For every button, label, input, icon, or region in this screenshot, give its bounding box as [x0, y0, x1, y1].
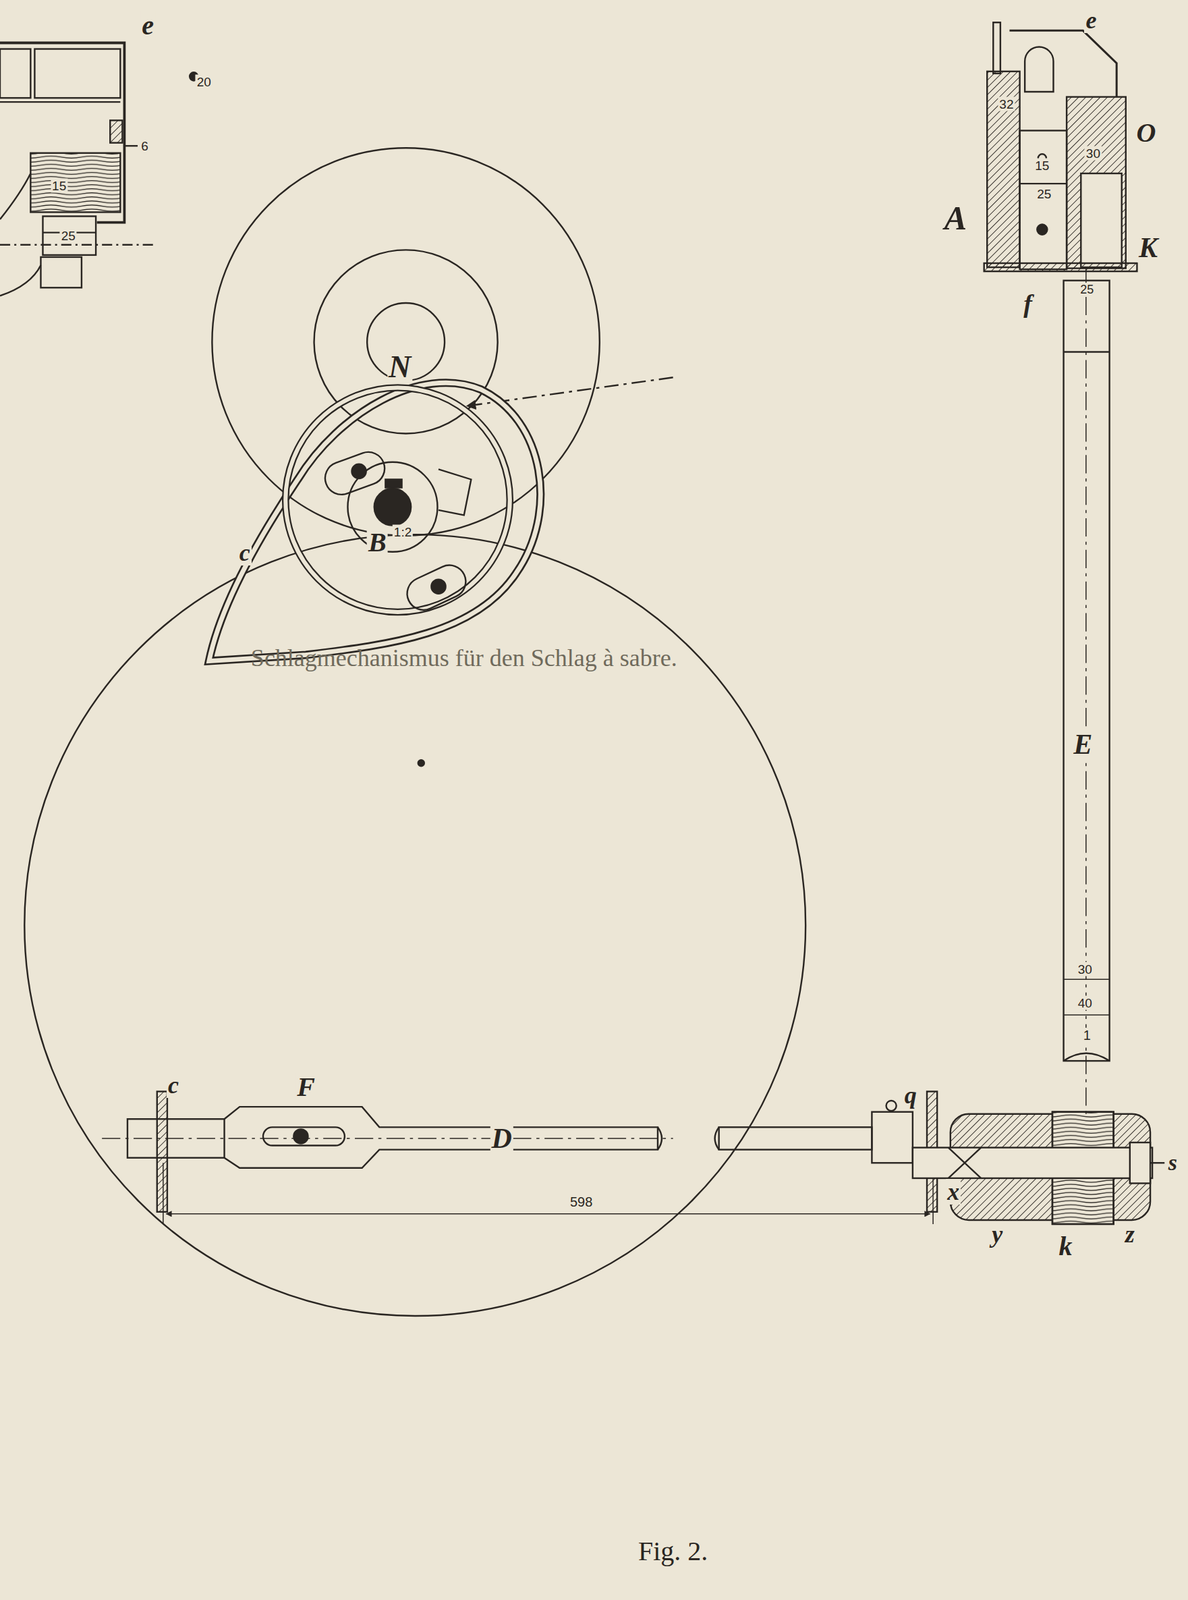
dimension-number: 25: [60, 228, 77, 243]
part-letter: q: [903, 1082, 919, 1108]
dimension-number: 20: [195, 74, 213, 89]
part-letter: A: [943, 200, 969, 236]
dimension-number: 15: [1033, 157, 1051, 173]
part-letter: z: [1123, 1221, 1137, 1247]
part-letter: f: [1022, 290, 1034, 318]
part-letter: B: [366, 528, 388, 557]
part-letter: e: [1084, 7, 1098, 34]
show-through-heading: Schlagmechanismus für den Schlag à sabre…: [249, 644, 679, 671]
dimension-number: 40: [1076, 995, 1094, 1010]
part-letter: N: [387, 350, 413, 384]
dimension-number: 25: [1078, 282, 1095, 297]
part-letter: K: [1137, 232, 1159, 263]
part-letter: x: [945, 1178, 961, 1205]
part-letter: F: [295, 1072, 317, 1101]
part-letter: e: [140, 11, 156, 40]
dimension-number: 6: [139, 138, 150, 154]
part-letter: s: [1167, 1150, 1179, 1175]
dimension-number: 1:2: [392, 524, 413, 539]
dimension-number: 15: [50, 178, 68, 193]
part-letter: k: [1057, 1231, 1074, 1261]
dimension-number: 1: [1082, 1027, 1093, 1043]
dimension-number: 32: [997, 97, 1015, 112]
part-letter: E: [1071, 729, 1094, 759]
part-letter: c: [238, 539, 252, 566]
part-letter: O: [1135, 118, 1158, 148]
dimension-number: 598: [568, 1194, 594, 1209]
dimension-number: 30: [1084, 145, 1102, 160]
dimension-number: 25: [1035, 186, 1053, 202]
dimension-number: 30: [1076, 962, 1094, 977]
figure-caption: Fig. 2.: [638, 1534, 708, 1566]
part-letter: c: [166, 1071, 181, 1098]
part-letter: y: [990, 1221, 1004, 1247]
part-letter: D: [490, 1123, 514, 1153]
